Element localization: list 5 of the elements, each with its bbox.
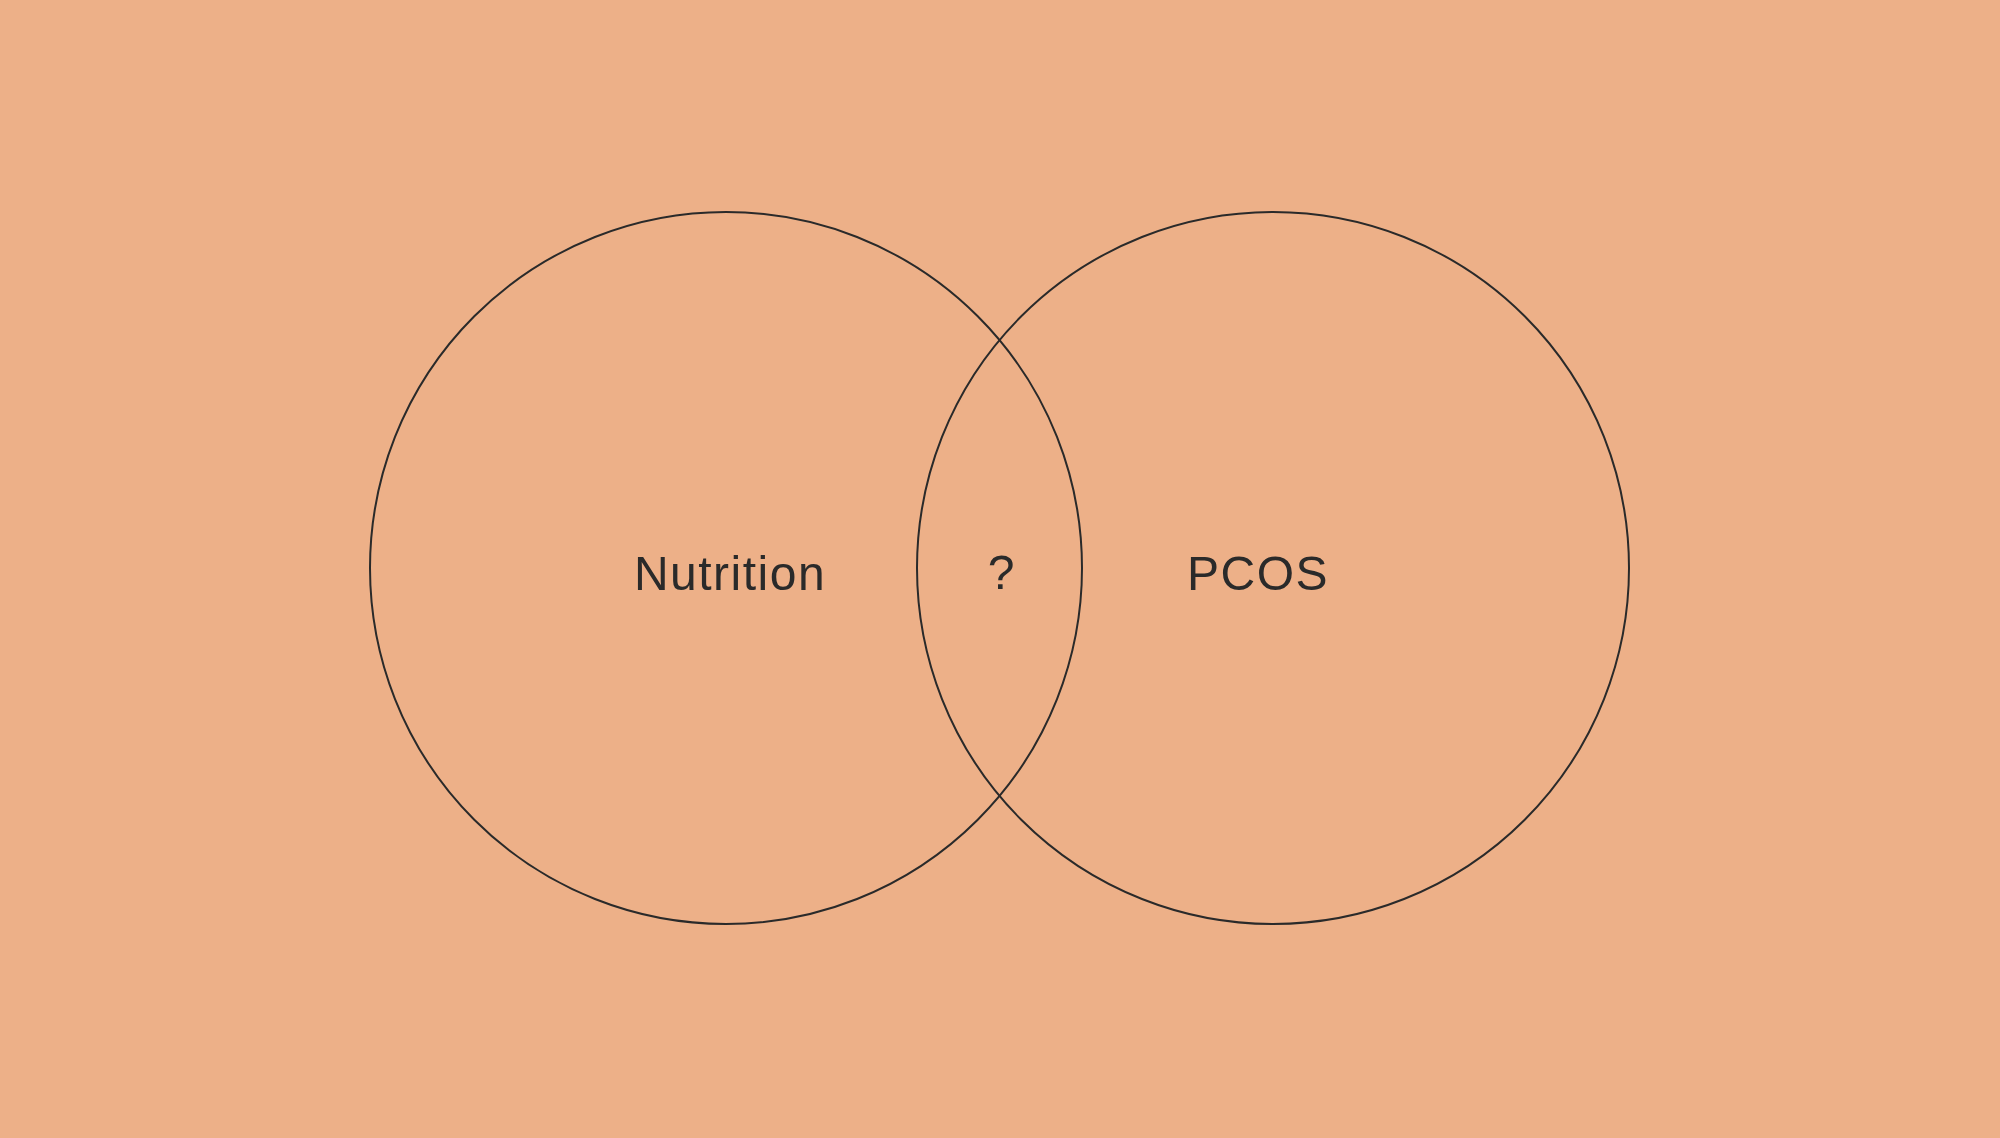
venn-circle bbox=[369, 211, 1083, 925]
venn-circle bbox=[916, 211, 1630, 925]
overlap-label: ? bbox=[987, 549, 1015, 597]
set-label: Nutrition bbox=[633, 550, 827, 598]
set-label: PCOS bbox=[1187, 550, 1329, 598]
